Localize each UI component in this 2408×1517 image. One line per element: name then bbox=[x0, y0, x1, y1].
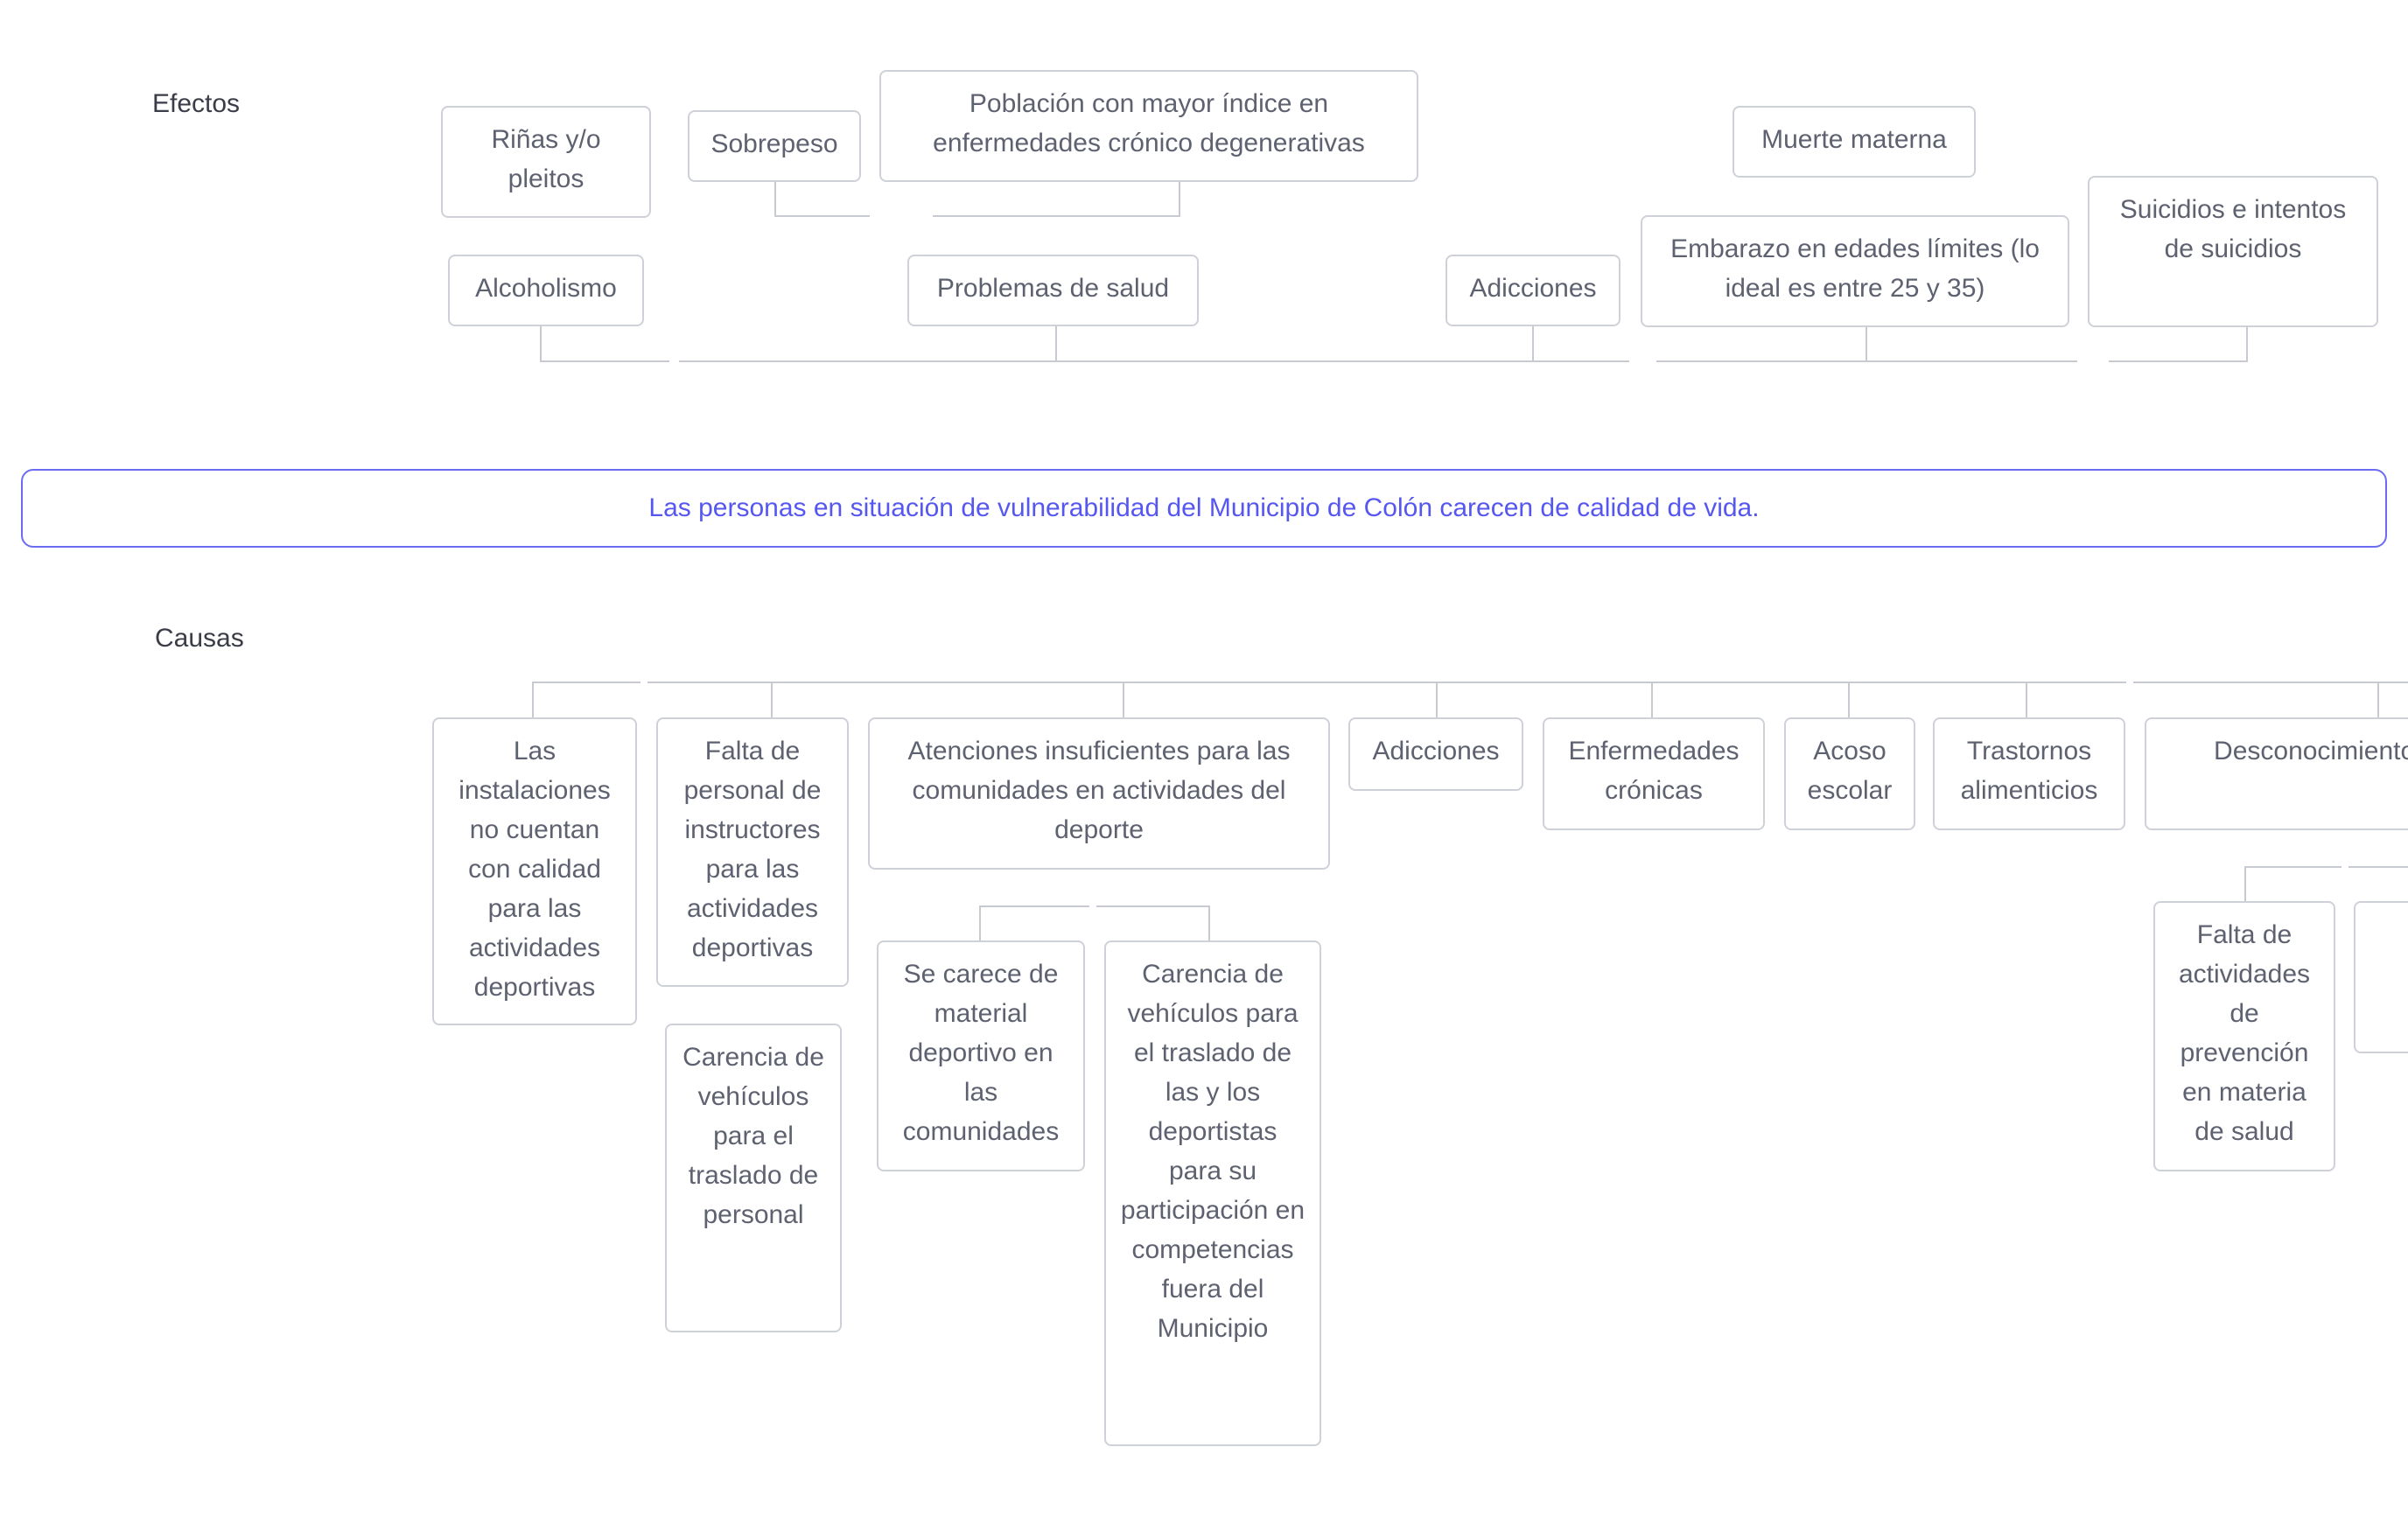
effect-muerte-materna: Muerte materna bbox=[1732, 106, 1976, 178]
connector bbox=[933, 178, 1180, 217]
cause-desconocimiento: Desconocimiento autocuidado bbox=[2145, 717, 2408, 830]
central-problem: Las personas en situación de vulnerabili… bbox=[21, 469, 2387, 548]
cause-enfermedades: Enfermedades crónicas bbox=[1543, 717, 1765, 830]
effect-rinas: Riñas y/o pleitos bbox=[441, 106, 651, 218]
effect-alcoholismo: Alcoholismo bbox=[448, 255, 644, 326]
cause-atenciones: Atenciones insuficientes para las comuni… bbox=[868, 717, 1330, 870]
effect-sobrepeso: Sobrepeso bbox=[688, 110, 861, 182]
cause-falta-personal: Falta de personal de instructores para l… bbox=[656, 717, 849, 987]
cause-falta-actividades: Falta de actividades de prevención en ma… bbox=[2153, 901, 2335, 1171]
connector bbox=[2109, 325, 2248, 362]
effects-section-label: Efectos bbox=[152, 89, 241, 118]
cause-adicciones: Adicciones bbox=[1348, 717, 1523, 791]
cause-carencia-deportistas: Carencia de vehículos para el traslado d… bbox=[1104, 940, 1321, 1446]
effect-poblacion: Población con mayor índice en enfermedad… bbox=[879, 70, 1418, 182]
connector bbox=[2244, 866, 2342, 901]
cause-pla: pla bbox=[2354, 901, 2408, 1053]
effect-adicciones: Adicciones bbox=[1446, 255, 1620, 326]
connector bbox=[979, 905, 1089, 940]
effect-problemas-salud: Problemas de salud bbox=[907, 255, 1199, 326]
cause-trastornos: Trastornos alimenticios bbox=[1933, 717, 2125, 830]
cause-acoso: Acoso escolar bbox=[1784, 717, 1915, 830]
connector bbox=[540, 325, 669, 362]
effect-suicidios: Suicidios e intentos de suicidios bbox=[2088, 176, 2378, 327]
connector bbox=[532, 682, 640, 717]
connector bbox=[1096, 905, 1210, 940]
cause-material: Se carece de material deportivo en las c… bbox=[877, 940, 1085, 1171]
causes-section-label: Causas bbox=[155, 624, 244, 653]
effect-embarazo: Embarazo en edades límites (lo ideal es … bbox=[1641, 215, 2069, 327]
cause-instalaciones: Las instalaciones no cuentan con calidad… bbox=[432, 717, 637, 1025]
connector bbox=[774, 178, 870, 217]
cause-carencia-personal: Carencia de vehículos para el traslado d… bbox=[665, 1024, 842, 1332]
